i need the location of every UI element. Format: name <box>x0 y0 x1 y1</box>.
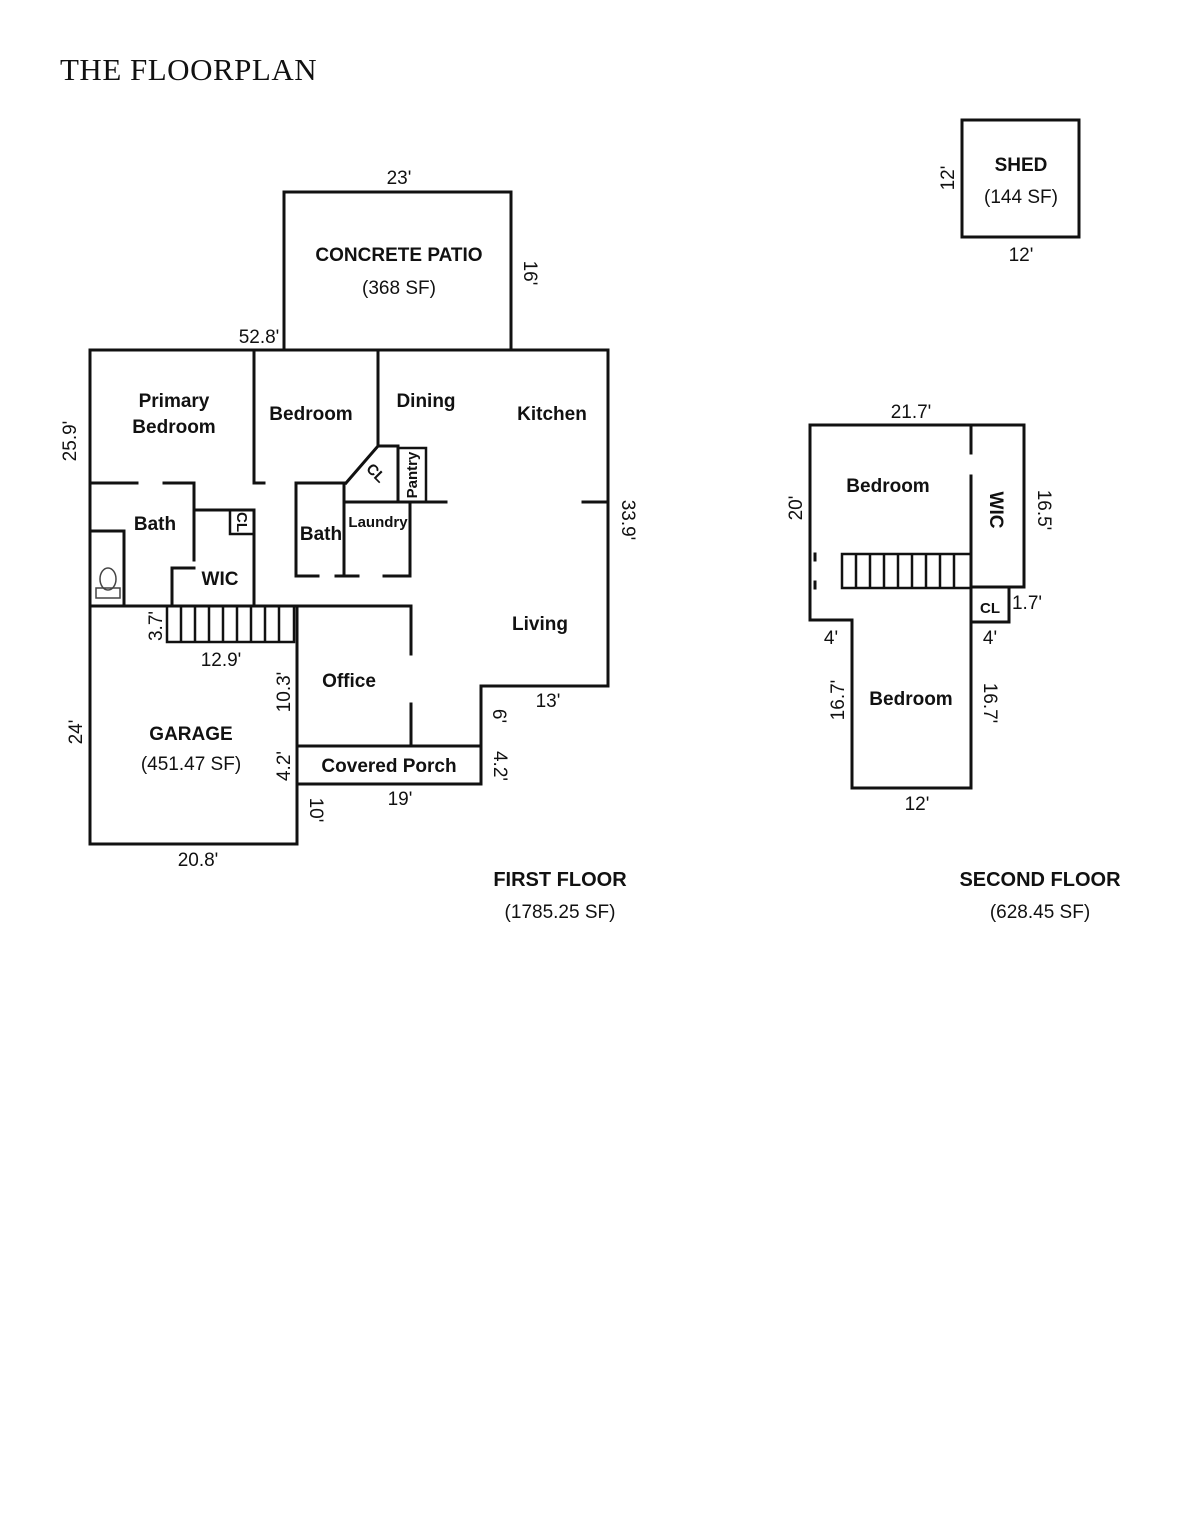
dining-label: Dining <box>396 391 455 412</box>
dim-porch-left: 4.2' <box>274 751 295 781</box>
dim-patio-right: 16' <box>519 261 540 286</box>
dim-garage-bottom: 20.8' <box>178 850 219 871</box>
shed-walls <box>960 118 1081 239</box>
dim-stair-width: 12.9' <box>201 650 242 671</box>
dim-second-step-right: 4' <box>983 628 997 649</box>
second-floor-area: (628.45 SF) <box>990 902 1090 923</box>
covered-porch-label: Covered Porch <box>321 756 456 777</box>
second-floor-wic-label: WIC <box>985 492 1006 529</box>
garage-label: GARAGE <box>149 724 232 745</box>
dim-porch-right: 4.2' <box>489 751 510 781</box>
dim-patio-top: 23' <box>387 168 412 189</box>
dim-second-right: 16.5' <box>1033 490 1054 531</box>
second-floor-bedroom-label: Bedroom <box>846 476 929 497</box>
dim-step-6: 6' <box>488 709 509 723</box>
second-floor-interior-walls <box>969 423 1011 624</box>
patio-area: (368 SF) <box>362 278 436 299</box>
dim-second-lower-right: 16.7' <box>979 683 1000 724</box>
dim-living-bottom: 13' <box>536 691 561 712</box>
second-floor-caption: SECOND FLOOR <box>959 869 1121 891</box>
first-floor-interior-walls <box>88 348 610 786</box>
dim-step-10: 10' <box>305 798 326 823</box>
wic-closet-label: CL <box>233 512 250 532</box>
dim-house-top: 52.8' <box>239 327 280 348</box>
wic-label: WIC <box>202 569 239 590</box>
dim-second-closet: 1.7' <box>1012 593 1042 614</box>
dim-shed-left: 12' <box>938 166 959 191</box>
shed-area: (144 SF) <box>984 187 1058 208</box>
dim-porch-bottom: 19' <box>388 789 413 810</box>
primary-bedroom-label-1: Primary <box>139 391 210 412</box>
dim-office-left: 10.3' <box>274 672 295 713</box>
second-floor-closet-label: CL <box>980 600 1000 617</box>
closet-label: CL <box>363 460 389 486</box>
dim-second-bottom: 12' <box>905 794 930 815</box>
laundry-label: Laundry <box>348 514 408 531</box>
living-label: Living <box>512 614 568 635</box>
dim-stair-height: 3.7' <box>146 611 167 641</box>
first-floor-caption: FIRST FLOOR <box>493 869 627 891</box>
dim-garage-left: 24' <box>66 720 87 745</box>
pantry-label: Pantry <box>404 451 421 498</box>
kitchen-label: Kitchen <box>517 404 587 425</box>
dim-shed-bottom: 12' <box>1009 245 1034 266</box>
stairs-first-floor <box>165 604 296 644</box>
bath-2-label: Bath <box>300 524 342 545</box>
toilet-icon <box>95 567 121 599</box>
shed-label: SHED <box>995 155 1048 176</box>
dim-left-upper: 25.9' <box>60 421 81 462</box>
stairs-second-floor <box>813 552 973 590</box>
dim-second-top: 21.7' <box>891 402 932 423</box>
second-floor-bedroom-2-label: Bedroom <box>869 689 952 710</box>
office-label: Office <box>322 671 376 692</box>
page-title: THE FLOORPLAN <box>60 52 318 87</box>
dim-second-step-left: 4' <box>824 628 838 649</box>
bedroom-label: Bedroom <box>269 404 352 425</box>
primary-bedroom-label-2: Bedroom <box>132 417 215 438</box>
bath-label: Bath <box>134 514 176 535</box>
garage-area: (451.47 SF) <box>141 754 241 775</box>
dim-second-lower-left: 16.7' <box>828 680 849 721</box>
dim-right: 33.9' <box>617 500 638 541</box>
patio-walls <box>282 190 513 352</box>
dim-second-left: 20' <box>786 496 807 521</box>
first-floor-area: (1785.25 SF) <box>505 902 616 923</box>
patio-label: CONCRETE PATIO <box>315 245 482 266</box>
first-floor-outline <box>88 348 610 846</box>
